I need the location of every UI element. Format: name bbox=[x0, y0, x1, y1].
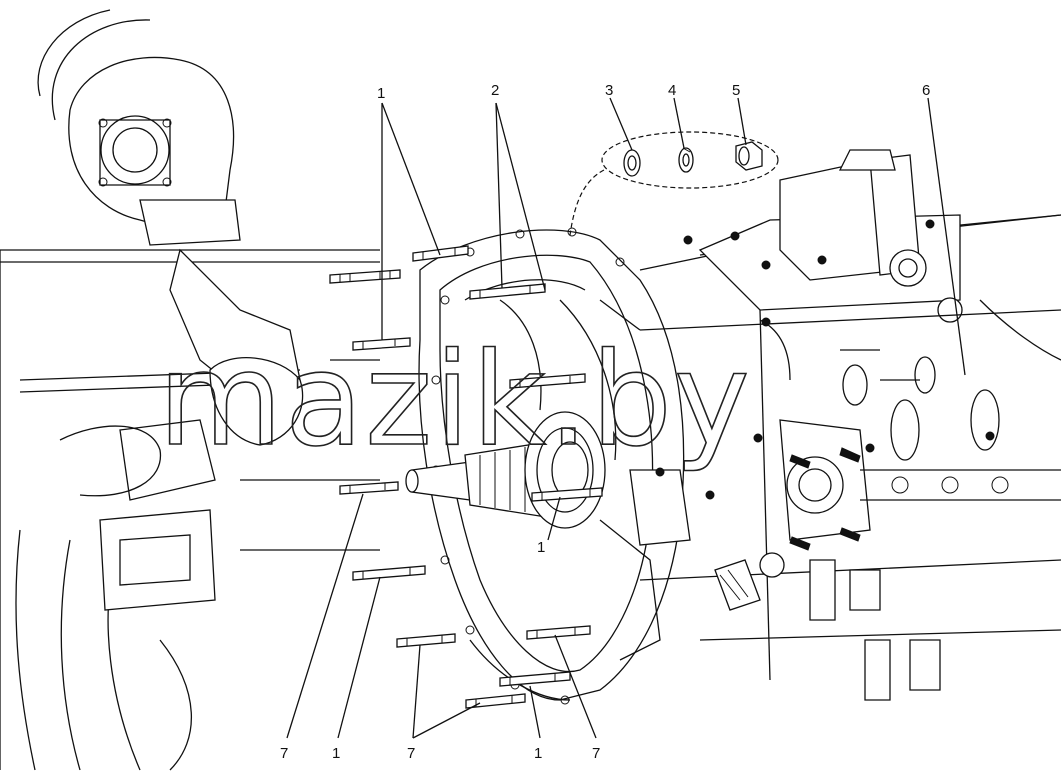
stud bbox=[352, 565, 426, 581]
stud bbox=[329, 269, 401, 284]
callout-1-mid: 1 bbox=[537, 539, 545, 556]
stud bbox=[339, 481, 399, 495]
stud bbox=[352, 337, 411, 351]
fastener-detail bbox=[569, 131, 779, 236]
stud bbox=[531, 487, 603, 502]
gearbox bbox=[639, 149, 1061, 701]
callout-2-top: 2 bbox=[491, 82, 499, 99]
callout-5-top: 5 bbox=[732, 82, 740, 99]
washer-icon bbox=[623, 149, 641, 177]
callout-6-top: 6 bbox=[922, 82, 930, 99]
stud bbox=[499, 671, 571, 687]
engine-block bbox=[0, 9, 380, 771]
input-shaft bbox=[405, 411, 606, 529]
stud bbox=[509, 373, 586, 389]
leader-lines bbox=[286, 97, 966, 739]
stud bbox=[469, 283, 546, 300]
callout-1-bottom-left: 1 bbox=[332, 745, 340, 762]
callout-4-top: 4 bbox=[668, 82, 676, 99]
watermark: mazik.by bbox=[158, 326, 752, 475]
callout-7-bottom-mid: 7 bbox=[407, 745, 415, 762]
studs-group bbox=[329, 245, 603, 709]
stud bbox=[412, 245, 469, 262]
stud bbox=[396, 633, 456, 648]
callout-7-bottom-right: 7 bbox=[592, 745, 600, 762]
spring-washer-icon bbox=[678, 147, 694, 173]
stud bbox=[526, 625, 591, 640]
nut-icon bbox=[735, 141, 763, 171]
callout-1-bottom-mid: 1 bbox=[534, 745, 542, 762]
callout-3-top: 3 bbox=[605, 82, 613, 99]
callout-1-top: 1 bbox=[377, 85, 385, 102]
callout-labels: 1 2 3 4 5 6 1 7 1 7 1 7 bbox=[280, 82, 930, 762]
callout-7-bottom-left: 7 bbox=[280, 745, 288, 762]
